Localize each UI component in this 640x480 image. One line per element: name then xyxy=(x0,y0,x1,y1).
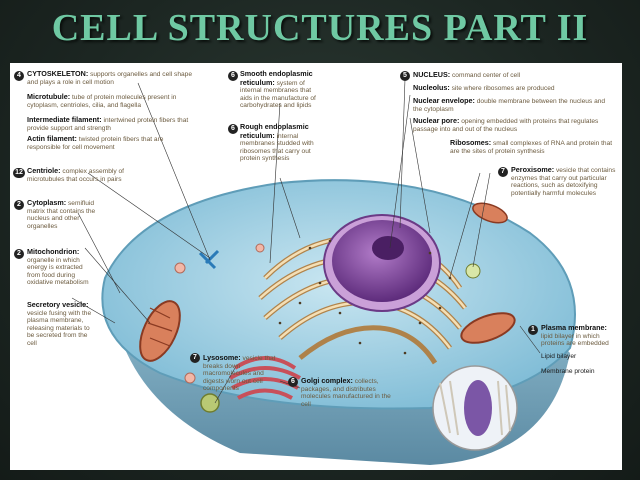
label-ribosomes-desc: small complexes of RNA and protein that … xyxy=(450,140,613,155)
label-smooth-er-desc: system of internal membranes that aids i… xyxy=(240,79,316,110)
label-cytoskeleton: CYTOSKELETON: supports organelles and ce… xyxy=(27,70,197,86)
label-actin-filament-desc: twisted protein fibers that are responsi… xyxy=(27,136,164,151)
label-centriole-name: Centriole: xyxy=(27,166,61,175)
label-microtubule-name: Microtubule: xyxy=(27,92,71,101)
label-peroxisome-desc: vesicle that contains enzymes that carry… xyxy=(511,167,616,197)
label-ribosomes-name: Ribosomes: xyxy=(450,138,492,147)
label-nuclear-envelope-desc: double membrane between the nucleus and … xyxy=(413,98,606,113)
label-actin-filament-name: Actin filament: xyxy=(27,134,77,143)
label-lysosome: Lysosome: vesicle that breaks down macro… xyxy=(203,354,283,393)
label-mitochondrion-desc: organelle in which energy is extracted f… xyxy=(27,256,89,287)
label-secretory-vesicle: Secretory vesicle: vesicle fusing with t… xyxy=(27,301,93,348)
centriole xyxy=(198,249,220,270)
mitochondria xyxy=(139,202,516,362)
label-intermediate-filament-desc: intertwined protein fibers that provide … xyxy=(27,117,189,132)
label-plasma-membrane-desc: lipid bilayer in which proteins are embe… xyxy=(541,332,609,348)
ribosomes xyxy=(278,239,452,355)
label-lysosome-name: Lysosome: xyxy=(203,353,241,362)
badge-peroxisome: 7 xyxy=(498,167,508,177)
label-golgi-desc: collects, packages, and distributes mole… xyxy=(301,378,391,408)
badge-smooth-er: 6 xyxy=(228,71,238,81)
label-peroxisome: Peroxisome: vesicle that contains enzyme… xyxy=(511,166,616,197)
label-lipid-bilayer: Lipid bilayer xyxy=(541,353,619,361)
label-microtubule-desc: tube of protein molecules present in cyt… xyxy=(27,94,177,109)
label-cytoskeleton-name: CYTOSKELETON: xyxy=(27,69,89,78)
label-nucleolus: Nucleolus: site where ribosomes are prod… xyxy=(413,84,613,93)
label-golgi-name: Golgi complex: xyxy=(301,376,353,385)
label-lysosome-desc: vesicle that breaks down macromolecules … xyxy=(203,355,276,393)
label-peroxisome-name: Peroxisome: xyxy=(511,165,555,174)
label-secretory-vesicle-name: Secretory vesicle: xyxy=(27,300,89,309)
label-cytoskeleton-desc: supports organelles and cell shape and p… xyxy=(27,71,192,86)
badge-rough-er: 6 xyxy=(228,124,238,134)
label-microtubule: Microtubule: tube of protein molecules p… xyxy=(27,93,197,109)
badge-plasma-membrane: 1 xyxy=(528,325,538,335)
badge-lysosome: 7 xyxy=(190,353,200,363)
label-smooth-er-name: Smooth endoplasmic reticulum: xyxy=(240,69,313,87)
badge-centriole: 12 xyxy=(13,168,25,178)
label-centriole-desc: complex assembly of microtubules that oc… xyxy=(27,168,124,183)
label-nucleolus-name: Nucleolus: xyxy=(413,83,450,92)
label-intermediate-filament-name: Intermediate filament: xyxy=(27,115,102,124)
badge-mitochondrion: 2 xyxy=(14,249,24,259)
label-cytoplasm-name: Cytoplasm: xyxy=(27,198,67,207)
label-nucleus: NUCLEUS: command center of cell xyxy=(413,71,613,80)
nucleus xyxy=(332,220,432,302)
label-nuclear-envelope-name: Nuclear envelope: xyxy=(413,96,475,105)
badge-golgi: 6 xyxy=(288,377,298,387)
label-golgi: Golgi complex: collects, packages, and d… xyxy=(301,377,401,408)
label-nucleus-name: NUCLEUS: xyxy=(413,70,451,79)
badge-nucleus: 5 xyxy=(400,71,410,81)
badge-cytoplasm: 2 xyxy=(14,200,24,210)
label-rough-er-desc: internal membranes studded with ribosome… xyxy=(240,132,314,163)
label-nucleus-desc: command center of cell xyxy=(451,72,521,79)
label-ribosomes: Ribosomes: small complexes of RNA and pr… xyxy=(450,139,618,155)
label-rough-er-name: Rough endoplasmic reticulum: xyxy=(240,122,309,140)
nucleolus xyxy=(372,236,404,260)
label-nuclear-pore: Nuclear pore: opening embedded with prot… xyxy=(413,117,613,133)
label-nucleolus-desc: site where ribosomes are produced xyxy=(451,85,555,92)
label-centriole: Centriole: complex assembly of microtubu… xyxy=(27,167,127,183)
lysosome xyxy=(200,393,220,413)
label-actin-filament: Actin filament: twisted protein fibers t… xyxy=(27,135,197,151)
label-cytoplasm: Cytoplasm: semifluid matrix that contain… xyxy=(27,199,99,230)
label-plasma-membrane-name: Plasma membrane: xyxy=(541,323,607,332)
label-nuclear-pore-name: Nuclear pore: xyxy=(413,116,460,125)
label-lipid-bilayer-name: Lipid bilayer xyxy=(541,353,577,360)
label-membrane-protein: Membrane protein xyxy=(541,368,619,376)
label-secretory-vesicle-desc: vesicle fusing with the plasma membrane,… xyxy=(27,309,92,347)
cell-illustration xyxy=(71,78,576,465)
label-mitochondrion-name: Mitochondrion: xyxy=(27,247,80,256)
badge-cytoskeleton: 4 xyxy=(14,71,24,81)
label-intermediate-filament: Intermediate filament: intertwined prote… xyxy=(27,116,197,132)
label-rough-er: Rough endoplasmic reticulum: internal me… xyxy=(240,123,318,163)
label-membrane-protein-name: Membrane protein xyxy=(541,368,595,375)
label-smooth-er: Smooth endoplasmic reticulum: system of … xyxy=(240,70,318,110)
diagram-panel: 4 CYTOSKELETON: supports organelles and … xyxy=(10,63,622,470)
label-nuclear-envelope: Nuclear envelope: double membrane betwee… xyxy=(413,97,613,113)
label-mitochondrion: Mitochondrion: organelle in which energy… xyxy=(27,248,93,287)
label-nuclear-pore-desc: opening embedded with proteins that regu… xyxy=(413,118,599,133)
label-plasma-membrane: Plasma membrane: lipid bilayer in which … xyxy=(541,324,619,348)
slide-title: CELL STRUCTURES PART II xyxy=(51,7,589,49)
label-cytoplasm-desc: semifluid matrix that contains the nucle… xyxy=(27,200,96,230)
